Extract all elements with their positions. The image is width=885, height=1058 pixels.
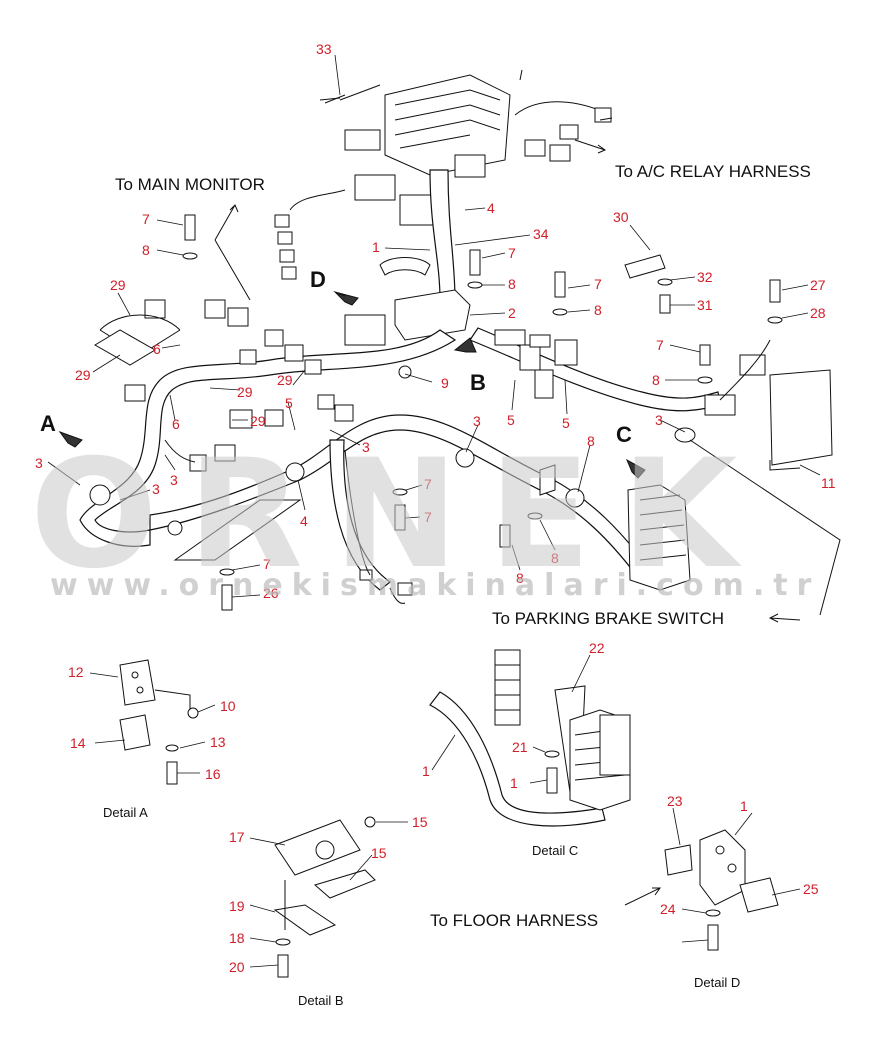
part-label: 23 (667, 793, 683, 809)
part-label: 31 (697, 297, 713, 313)
part-labels: 33 7 8 4 34 1 7 8 2 30 32 31 27 28 7 8 7… (35, 41, 836, 975)
caption-to-ac-relay: To A/C RELAY HARNESS (615, 162, 811, 181)
part-label: 8 (508, 276, 516, 292)
part-label: 4 (487, 200, 495, 216)
detail-c-title: Detail C (532, 843, 578, 858)
part-label: 7 (508, 245, 516, 261)
part-label: 25 (803, 881, 819, 897)
part-label: 29 (237, 384, 253, 400)
part-label: 13 (210, 734, 226, 750)
part-label: 3 (655, 412, 663, 428)
part-label: 21 (512, 739, 528, 755)
part-label: 7 (594, 276, 602, 292)
part-label: 8 (551, 550, 559, 566)
part-label: 19 (229, 898, 245, 914)
part-label: 29 (277, 372, 293, 388)
part-label: 3 (473, 413, 481, 429)
part-label: 28 (810, 305, 826, 321)
part-label: 2 (508, 305, 516, 321)
part-label: 9 (441, 375, 449, 391)
part-label: 15 (371, 845, 387, 861)
part-label: 29 (250, 413, 266, 429)
part-label: 29 (75, 367, 91, 383)
part-label: 30 (613, 209, 629, 225)
part-label: 3 (35, 455, 43, 471)
part-label: 24 (660, 901, 676, 917)
part-label: 3 (362, 439, 370, 455)
detail-a-title: Detail A (103, 805, 148, 820)
view-label-b: B (470, 370, 486, 395)
detail-a-drawing (119, 659, 199, 785)
main-harness (58, 69, 841, 623)
part-label: 10 (220, 698, 236, 714)
part-label: 7 (424, 509, 432, 525)
part-label: 7 (656, 337, 664, 353)
caption-to-parking-brake: To PARKING BRAKE SWITCH (492, 609, 724, 628)
view-label-a: A (40, 411, 56, 436)
caption-to-main-monitor: To MAIN MONITOR (115, 175, 265, 194)
part-label: 17 (229, 829, 245, 845)
part-label: 8 (516, 570, 524, 586)
part-label: 1 (372, 239, 380, 255)
part-label: 22 (589, 640, 605, 656)
part-label: 3 (152, 481, 160, 497)
part-label: 6 (153, 341, 161, 357)
part-label: 8 (142, 242, 150, 258)
detail-b-title: Detail B (298, 993, 344, 1008)
caption-to-floor-harness: To FLOOR HARNESS (430, 911, 598, 930)
part-label: 5 (507, 412, 515, 428)
part-label: 7 (424, 476, 432, 492)
part-label: 16 (205, 766, 221, 782)
part-label: 14 (70, 735, 86, 751)
part-label: 33 (316, 41, 332, 57)
detail-d-drawing (624, 829, 779, 951)
view-label-c: C (616, 422, 632, 447)
part-label: 7 (263, 556, 271, 572)
detail-d-title: Detail D (694, 975, 740, 990)
part-label: 1 (740, 798, 748, 814)
part-label: 3 (170, 472, 178, 488)
part-label: 29 (110, 277, 126, 293)
part-label: 8 (587, 433, 595, 449)
part-label: 8 (652, 372, 660, 388)
part-label: 11 (821, 475, 836, 491)
part-label: 32 (697, 269, 713, 285)
part-label: 1 (422, 763, 430, 779)
part-label: 4 (300, 513, 308, 529)
part-label: 12 (68, 664, 84, 680)
part-label: 1 (510, 775, 518, 791)
view-label-d: D (310, 267, 326, 292)
part-label: 5 (562, 415, 570, 431)
part-label: 18 (229, 930, 245, 946)
part-label: 7 (142, 211, 150, 227)
detail-b-drawing (273, 816, 376, 978)
part-label: 26 (263, 585, 279, 601)
detail-c-drawing (429, 649, 631, 827)
part-label: 6 (172, 416, 180, 432)
leader-lines (47, 54, 821, 968)
part-label: 5 (285, 395, 293, 411)
part-label: 34 (533, 226, 549, 242)
part-label: 27 (810, 277, 826, 293)
part-label: 15 (412, 814, 428, 830)
part-label: 8 (594, 302, 602, 318)
part-label: 20 (229, 959, 245, 975)
